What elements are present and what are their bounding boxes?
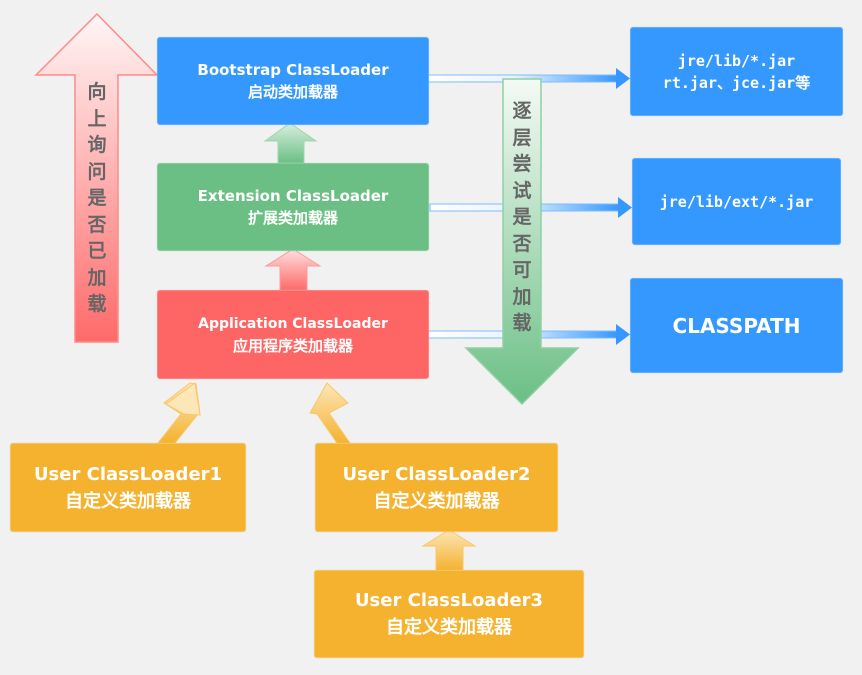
label-char: 询 bbox=[87, 134, 107, 156]
label-char: 上 bbox=[87, 107, 107, 130]
user1-arrow-head bbox=[165, 382, 201, 416]
ask-upward-label: 向 上 询 问 是 否 已 加 载 bbox=[84, 79, 110, 318]
classpath-box: CLASSPATH bbox=[630, 278, 843, 373]
label-char: 加 bbox=[512, 285, 532, 308]
label-char: 载 bbox=[512, 312, 532, 334]
ask-upward-arrow bbox=[34, 12, 159, 343]
label-char: 问 bbox=[87, 160, 107, 183]
extension-path-line1: jre/lib/ext/*.jar bbox=[659, 192, 814, 211]
label-char: 逐 bbox=[512, 100, 532, 122]
user2-en-label: User ClassLoader2 bbox=[342, 463, 531, 485]
label-char: 加 bbox=[87, 266, 107, 289]
label-char: 向 bbox=[87, 81, 107, 103]
bootstrap-en-label: Bootstrap ClassLoader bbox=[197, 61, 389, 79]
user-classloader3-box: User ClassLoader3 自定义类加载器 bbox=[314, 570, 584, 658]
label-char: 否 bbox=[87, 213, 107, 236]
user3-zh-label: 自定义类加载器 bbox=[386, 617, 512, 638]
extension-zh-label: 扩展类加载器 bbox=[247, 209, 338, 227]
bootstrap-path-line2: rt.jar、jce.jar等 bbox=[662, 73, 811, 92]
application-classloader-box: Application ClassLoader 应用程序类加载器 bbox=[157, 290, 429, 379]
user-classloader1-box: User ClassLoader1 自定义类加载器 bbox=[10, 443, 246, 532]
label-char: 否 bbox=[512, 232, 532, 255]
bootstrap-classloader-box: Bootstrap ClassLoader 启动类加载器 bbox=[157, 37, 429, 125]
extension-classloader-box: Extension ClassLoader 扩展类加载器 bbox=[157, 163, 429, 251]
bootstrap-path-line1: jre/lib/*.jar bbox=[677, 51, 796, 70]
bootstrap-path-box: jre/lib/*.jar rt.jar、jce.jar等 bbox=[630, 27, 843, 116]
extension-path-box: jre/lib/ext/*.jar bbox=[632, 158, 841, 245]
user3-en-label: User ClassLoader3 bbox=[354, 590, 544, 611]
classpath-label: CLASSPATH bbox=[672, 313, 801, 338]
application-zh-label: 应用程序类加载器 bbox=[232, 336, 353, 355]
application-en-label: Application ClassLoader bbox=[198, 315, 388, 332]
user1-en-label: User ClassLoader1 bbox=[33, 463, 223, 485]
user1-zh-label: 自定义类加载器 bbox=[65, 490, 191, 512]
label-char: 层 bbox=[512, 126, 532, 149]
bootstrap-zh-label: 启动类加载器 bbox=[247, 83, 338, 101]
label-char: 已 bbox=[87, 240, 107, 262]
user3-to-user2-arrow bbox=[421, 529, 477, 571]
label-char: 是 bbox=[512, 206, 532, 228]
extension-to-bootstrap-arrow bbox=[263, 122, 318, 164]
label-char: 可 bbox=[512, 259, 532, 281]
extension-en-label: Extension ClassLoader bbox=[197, 187, 389, 205]
label-char: 是 bbox=[87, 187, 107, 209]
try-downward-arrow bbox=[464, 78, 580, 406]
label-char: 试 bbox=[512, 179, 532, 202]
user-classloader2-box: User ClassLoader2 自定义类加载器 bbox=[315, 443, 558, 532]
application-to-extension-arrow bbox=[264, 248, 322, 291]
label-char: 尝 bbox=[512, 153, 532, 175]
try-downward-label: 逐 层 尝 试 是 否 可 加 载 bbox=[509, 98, 535, 337]
user2-zh-label: 自定义类加载器 bbox=[373, 490, 500, 512]
user2-to-application-arrow bbox=[309, 382, 351, 444]
label-char: 载 bbox=[87, 293, 107, 315]
